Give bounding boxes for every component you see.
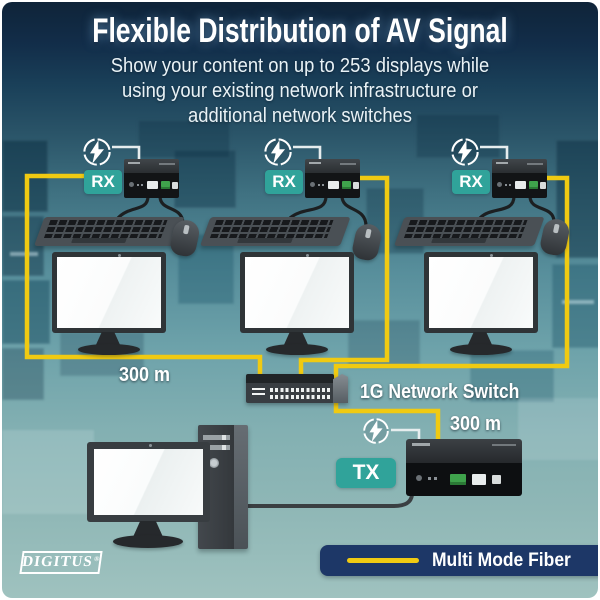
fiber-cable-rx3-tx [333,175,570,442]
subtitle-line: Show your content on up to 253 displays … [110,55,490,77]
keyboard-cable-3 [478,195,516,220]
monitor-stand [283,332,309,347]
pc-to-tx-cable [248,494,414,508]
power-icon [362,417,392,447]
power-icon [82,137,112,167]
fiber-cable-rx2 [298,175,390,378]
fiber-line-sample [347,558,419,563]
keyboard-cable-1 [116,195,150,220]
subtitle: Show your content on up to 253 displays … [26,54,574,129]
monitor-stand [467,332,493,347]
registered-mark: ® [93,554,101,563]
pc-monitor-stand [133,521,163,537]
network-switch-label: 1G Network Switch [360,381,520,403]
distance-label-left: 300 m [119,364,171,386]
power-lead-tx [391,428,421,441]
power-lead-rx1 [112,145,141,160]
page-title: Flexible Distribution of AV Signal [92,12,508,50]
fiber-legend-label: Multi Mode Fiber [432,550,571,571]
monitor [240,252,354,333]
power-lead-rx3 [480,145,509,160]
rx-extender-device [305,159,360,198]
rx-extender-device [124,159,179,198]
mouse-cable-2 [340,195,368,227]
monitor-base [78,344,140,355]
rx-badge: RX [84,170,122,194]
power-button-icon [209,458,219,468]
pc-tower [198,425,248,549]
tx-badge: TX [336,458,396,488]
fiber-legend-bar: Multi Mode Fiber [320,545,598,576]
keyboard [200,217,351,246]
digitus-logo: DIGITUS® [19,551,103,574]
keyboard-cable-2 [288,195,328,220]
rx-badge: RX [265,170,303,194]
pc-monitor [87,442,210,522]
fiber-cable-rx1 [24,173,263,378]
keyboard [34,217,185,246]
monitor-base [450,344,512,355]
subtitle-line: using your existing network infrastructu… [122,80,478,102]
monitor [424,252,538,333]
power-lead-rx2 [293,145,322,160]
rx-badge: RX [452,170,490,194]
network-switch-device [246,374,348,403]
tx-extender-device [406,439,522,496]
power-icon [450,137,480,167]
mouse-cable-3 [528,195,556,222]
pc-monitor-base [113,535,183,548]
rx-extender-device [492,159,547,198]
distance-label-right: 300 m [450,413,502,435]
brand-name: DIGITUS [21,554,94,570]
keyboard [394,217,545,246]
power-icon [263,137,293,167]
monitor-stand [95,332,121,347]
monitor [52,252,166,333]
monitor-base [266,344,328,355]
subtitle-line: additional network switches [188,105,412,127]
